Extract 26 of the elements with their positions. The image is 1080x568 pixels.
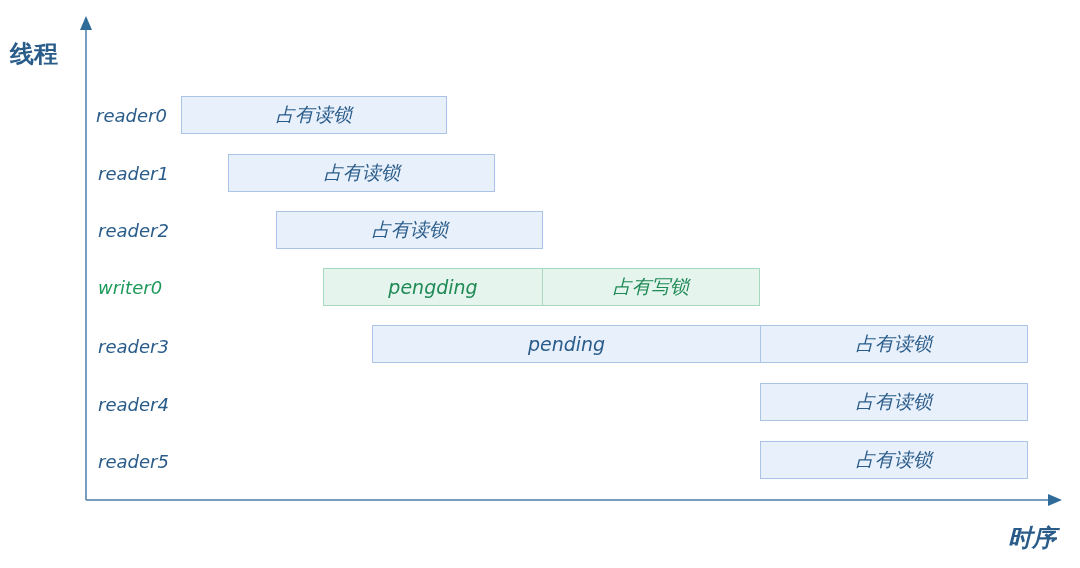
thread-name: reader4: [98, 396, 169, 414]
timeline-bar: [276, 211, 543, 249]
bar-label: 占有读锁: [856, 331, 932, 356]
timeline-bar: [181, 96, 447, 134]
thread-name: reader2: [98, 222, 169, 240]
timeline-bar: [228, 154, 495, 192]
axis-title: 线程: [10, 42, 58, 66]
thread-name: reader1: [98, 165, 169, 183]
timeline-bar: [760, 325, 1028, 363]
thread-name: reader5: [98, 453, 169, 471]
bar-label: 占有读锁: [276, 102, 352, 127]
timeline-bar: [760, 383, 1028, 421]
bar-label: 占有读锁: [371, 217, 448, 242]
bar-label: pending: [527, 333, 606, 355]
bar-label: 占有读锁: [856, 389, 932, 414]
thread-name: writer0: [98, 279, 163, 297]
bar-label: 占有读锁: [323, 160, 400, 185]
timeline-bar: [372, 325, 761, 363]
bar-label: 占有写锁: [613, 274, 689, 299]
timeline-bar: [760, 441, 1028, 479]
timeline-bar: [542, 268, 760, 306]
thread-name: reader0: [96, 107, 167, 125]
bar-label: pengding: [388, 276, 478, 298]
thread-name: reader3: [98, 338, 169, 356]
bar-label: 占有读锁: [856, 447, 932, 472]
timeline-bar: [323, 268, 543, 306]
